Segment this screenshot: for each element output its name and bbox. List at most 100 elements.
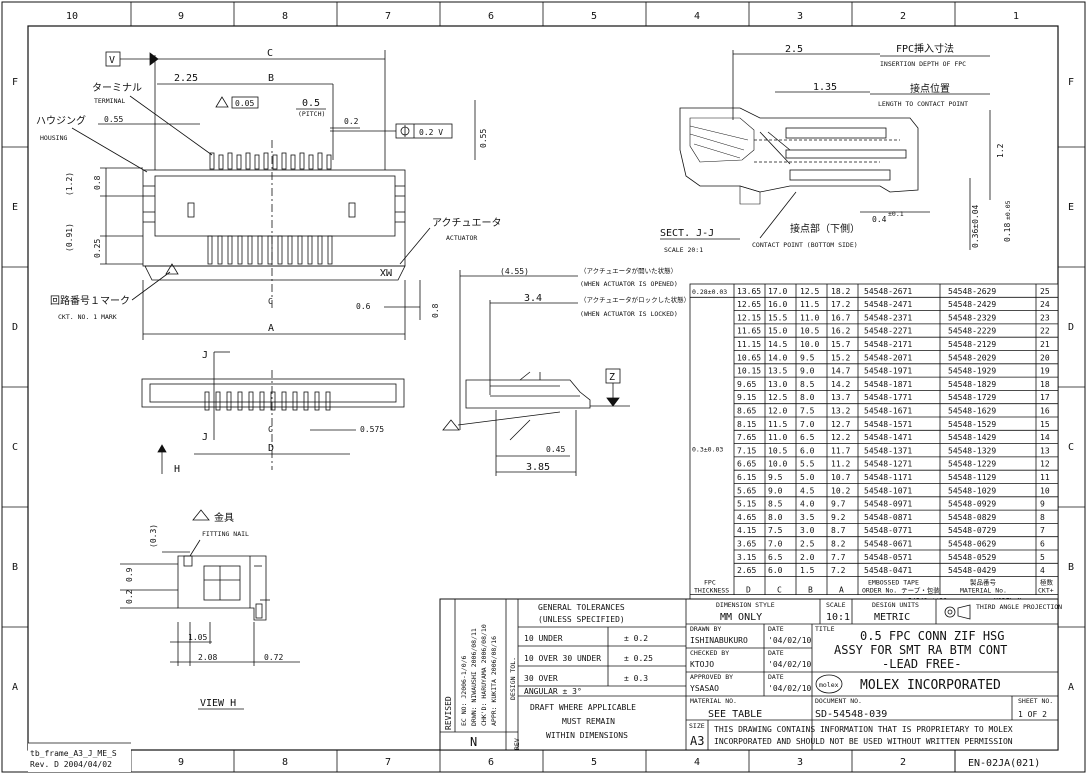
table-cell-c: 17.0: [768, 287, 787, 296]
table-header-material: 製品番号: [970, 578, 997, 587]
tol-range: 30 OVER: [524, 674, 558, 683]
table-cell-b: 1.5: [800, 566, 815, 575]
table-cell-a: 16.7: [831, 313, 850, 322]
dim-style: MM ONLY: [720, 612, 762, 623]
table-cell-embossed: 54548-2271: [864, 327, 912, 336]
size-value: A3: [690, 734, 704, 748]
table-cell-c: 13.5: [768, 367, 787, 376]
flag-triangle-icon: [192, 509, 210, 521]
table-thickness: 0.3±0.03: [692, 446, 723, 454]
table-cell-a: 17.2: [831, 300, 850, 309]
table-cell-ckt: 12: [1040, 460, 1050, 469]
table-cell-embossed: 54548-1871: [864, 380, 912, 389]
table-cell-c: 16.0: [768, 300, 787, 309]
table-cell-material: 54548-1129: [948, 473, 996, 482]
table-cell-b: 11.0: [800, 313, 819, 322]
dim-0-55-right: 0.55: [479, 129, 488, 148]
table-cell-c: 8.0: [768, 513, 783, 522]
table-cell-a: 16.2: [831, 327, 850, 336]
table-cell-d: 10.15: [737, 367, 761, 376]
table-cell-embossed: 54548-0571: [864, 553, 912, 562]
table-cell-a: 18.2: [831, 287, 850, 296]
dim-0-2: 0.2: [344, 117, 359, 126]
table-cell-material: 54548-2129: [948, 340, 996, 349]
table-cell-b: 9.0: [800, 367, 815, 376]
table-cell-b: 6.0: [800, 446, 815, 455]
table-cell-embossed: 54548-0871: [864, 513, 912, 522]
table-cell-a: 8.2: [831, 540, 846, 549]
table-header-material: MATERIAL No.: [960, 587, 1007, 595]
size-label: SIZE: [689, 722, 705, 730]
bottom-pads: [204, 391, 331, 411]
table-cell-embossed: 54548-1671: [864, 407, 912, 416]
zone-col-bottom: 3: [797, 757, 803, 768]
table-header-embossed: EMBOSSED TAPE: [868, 579, 919, 587]
terminal-row-front: [209, 152, 332, 170]
table-cell-ckt: 19: [1040, 367, 1050, 376]
table-cell-b: 5.0: [800, 473, 815, 482]
scale-value: 10:1: [826, 612, 850, 623]
molex-logo-text: molex: [819, 681, 839, 689]
table-cell-embossed: 54548-1571: [864, 420, 912, 429]
dim-0-72: 0.72: [264, 653, 283, 662]
base-plate: [789, 169, 891, 181]
company-name: MOLEX INCORPORATED: [860, 678, 1001, 693]
table-cell-a: 10.7: [831, 473, 850, 482]
dim-1-2-sect: 1.2: [996, 143, 1005, 158]
proprietary-line: THIS DRAWING CONTAINS INFORMATION THAT I…: [714, 725, 1013, 734]
table-cell-ckt: 10: [1040, 486, 1050, 495]
table-cell-b: 4.5: [800, 486, 815, 495]
dim-0-2-h: 0.2: [125, 589, 134, 604]
table-cell-c: 10.5: [768, 446, 787, 455]
dim-4-55: (4.55): [500, 267, 529, 276]
table-cell-d: 6.65: [737, 460, 756, 469]
side-profile: [465, 379, 591, 409]
table-cell-a: 7.7: [831, 553, 846, 562]
zone-col-top: 4: [694, 11, 700, 22]
table-cell-c: 6.0: [768, 566, 783, 575]
table-cell-d: 9.65: [737, 380, 756, 389]
table-cell-a: 9.7: [831, 500, 846, 509]
table-cell-b: 7.5: [800, 407, 815, 416]
zone-col-bottom: 7: [385, 757, 391, 768]
zone-row-left: F: [12, 77, 18, 88]
table-cell-ckt: 18: [1040, 380, 1050, 389]
dim-0-8: 0.8: [93, 175, 102, 190]
material-label: MATERIAL NO.: [690, 697, 737, 705]
table-cell-d: 11.65: [737, 327, 761, 336]
fitting-nail-en: FITTING NAIL: [202, 530, 249, 538]
dim-b: B: [268, 73, 274, 84]
table-cell-c: 8.5: [768, 500, 783, 509]
approved-by-label: APPROVED BY: [690, 673, 733, 681]
proprietary-line: INCORPORATED AND SHOULD NOT BE USED WITH…: [714, 737, 1013, 746]
dim-d: D: [268, 443, 274, 454]
design-tol-label: DESIGN TOL.: [509, 657, 517, 700]
actuator-locked-en: (WHEN ACTUATOR IS LOCKED): [580, 310, 678, 318]
table-cell-b: 12.5: [800, 287, 819, 296]
section-jj: 2.5 FPC挿入寸法 INSERTION DEPTH OF FPC 1.35 …: [660, 42, 1012, 254]
dim-2-25: 2.25: [174, 73, 198, 84]
zone-col-top: 1: [1013, 11, 1019, 22]
table-cell-material: 54548-1929: [948, 367, 996, 376]
terminal-row-bottom: [207, 235, 333, 265]
table-cell-b: 8.5: [800, 380, 815, 389]
lower-contact: [785, 149, 907, 159]
zone-row-left: E: [12, 202, 18, 213]
table-header-fpc: FPC: [704, 579, 716, 587]
table-header-c: C: [777, 586, 782, 595]
zone-col-top: 5: [591, 11, 597, 22]
table-cell-d: 4.15: [737, 526, 756, 535]
zone-col-top: 8: [282, 11, 288, 22]
table-cell-b: 7.0: [800, 420, 815, 429]
table-cell-material: 54548-0529: [948, 553, 996, 562]
table-cell-material: 54548-2629: [948, 287, 996, 296]
table-cell-c: 6.5: [768, 553, 783, 562]
flag-triangle-icon: [442, 419, 460, 431]
table-cell-c: 11.5: [768, 420, 787, 429]
checked-date: '04/02/10: [768, 660, 812, 669]
dim-0-55-left: 0.55: [104, 115, 123, 124]
general-tol-2: (UNLESS SPECIFIED): [538, 615, 625, 624]
table-cell-d: 7.65: [737, 433, 756, 442]
table-cell-ckt: 21: [1040, 340, 1050, 349]
table-cell-c: 11.0: [768, 433, 787, 442]
